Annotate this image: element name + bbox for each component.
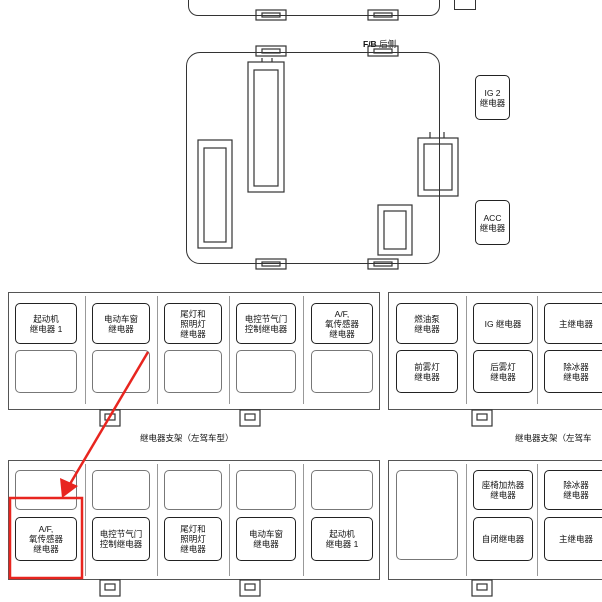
bracket-separator <box>229 296 230 404</box>
fuel-pump-relay: 燃油泵 继电器 <box>396 303 458 344</box>
empty-slot <box>236 470 296 510</box>
bracket-latch <box>99 579 121 597</box>
front-fog-relay: 前雾灯 继电器 <box>396 350 458 393</box>
connector-lower <box>377 204 413 256</box>
starter-relay-1-lhd: 起动机 继电器 1 <box>311 517 373 561</box>
empty-slot <box>164 350 222 393</box>
bracket-latch <box>471 409 493 427</box>
bracket-separator <box>303 464 304 576</box>
clip <box>367 45 399 57</box>
defogger-relay-lhd: 除冰器 继电器 <box>544 470 602 510</box>
empty-slot <box>164 470 222 510</box>
starter-relay-1: 起动机 继电器 1 <box>15 303 77 344</box>
main-relay: 主继电器 <box>544 303 602 344</box>
seat-heater-relay: 座椅加热器 继电器 <box>473 470 533 510</box>
rear-fog-relay: 后雾灯 继电器 <box>473 350 533 393</box>
bracket-separator <box>157 464 158 576</box>
defogger-relay: 除冰器 继电器 <box>544 350 602 393</box>
empty-slot <box>15 350 77 393</box>
bracket-separator <box>85 464 86 576</box>
bracket-separator <box>157 296 158 404</box>
clip <box>255 9 287 21</box>
upper-box-fragment <box>188 0 440 16</box>
bracket-separator <box>85 296 86 404</box>
clip <box>367 258 399 270</box>
bracket-separator <box>537 296 538 404</box>
connector-tall <box>247 58 285 193</box>
empty-slot <box>236 350 296 393</box>
ig-relay: IG 继电器 <box>473 303 533 344</box>
bracket-separator <box>466 464 467 576</box>
bracket-latch <box>239 579 261 597</box>
bracket-separator <box>466 296 467 404</box>
bracket-latch <box>471 579 493 597</box>
annotation-highlight-box <box>8 496 84 580</box>
empty-slot <box>311 470 373 510</box>
bracket-separator <box>537 464 538 576</box>
main-relay-lhd: 主继电器 <box>544 517 602 561</box>
etcs-relay: 电控节气门 控制继电器 <box>236 303 296 344</box>
upper-box-tab <box>454 0 476 10</box>
self-hold-relay: 自闭继电器 <box>473 517 533 561</box>
acc-relay: ACC 继电器 <box>475 200 510 245</box>
bracket-latch <box>239 409 261 427</box>
clip <box>255 45 287 57</box>
clip <box>255 258 287 270</box>
etcs-relay-lhd: 电控节气门 控制继电器 <box>92 517 150 561</box>
ig2-relay: IG 2 继电器 <box>475 75 510 120</box>
af-o2-sensor-relay: A/F, 氧传感器 继电器 <box>311 303 373 344</box>
clip <box>367 9 399 21</box>
tail-illumination-relay: 尾灯和 照明灯 继电器 <box>164 303 222 344</box>
annotation-arrow <box>60 351 150 498</box>
empty-slot <box>396 470 458 560</box>
empty-slot <box>92 350 150 393</box>
connector-right <box>417 132 459 197</box>
fb-back-box <box>186 52 440 264</box>
bracket-separator <box>303 296 304 404</box>
power-window-relay: 电动车窗 继电器 <box>92 303 150 344</box>
connector-left <box>197 139 233 249</box>
empty-slot <box>311 350 373 393</box>
empty-slot <box>92 470 150 510</box>
left-bracket-caption: 继电器支架（左驾车型） <box>140 433 234 443</box>
tail-illumination-relay-lhd: 尾灯和 照明灯 继电器 <box>164 517 222 561</box>
power-window-relay-lhd: 电动车窗 继电器 <box>236 517 296 561</box>
right-bracket-caption: 继电器支架（左驾车 <box>515 433 592 443</box>
af-o2-sensor-relay-lhd: A/F, 氧传感器 继电器 <box>15 517 77 561</box>
fb-rear-label: F/B 后侧 <box>363 39 397 49</box>
bracket-separator <box>229 464 230 576</box>
